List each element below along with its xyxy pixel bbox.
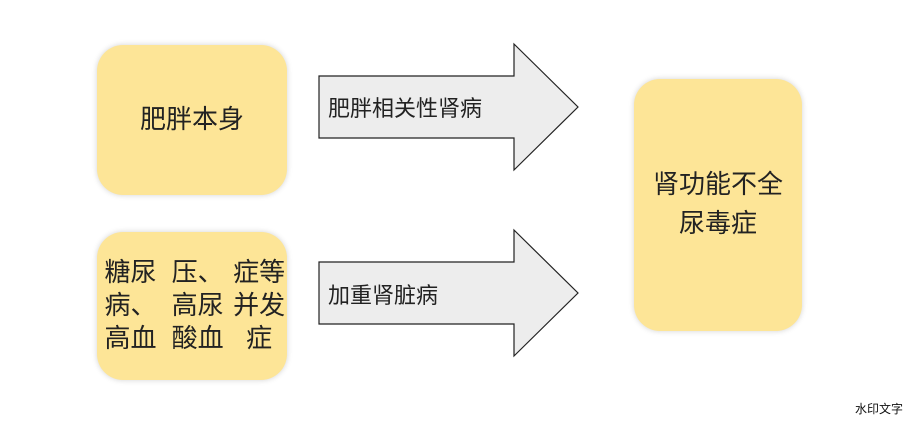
node-comorbidities: 糖尿病、高血 压、高尿酸血 症等并发症 <box>97 232 287 380</box>
arrow-obesity-to-outcome <box>318 42 579 172</box>
arrow-comorbidities-to-outcome <box>318 228 579 358</box>
arrow-top-label: 肥胖相关性肾病 <box>328 97 483 122</box>
node-comorbidities-line-3: 症等并发症 <box>233 257 286 354</box>
node-obesity-text: 肥胖本身 <box>139 104 244 135</box>
node-comorbidities-line-1: 糖尿病、高血 <box>104 257 157 354</box>
node-outcome-line-2: 尿毒症 <box>678 209 757 239</box>
arrow-bottom-shape <box>318 228 579 358</box>
node-outcome-line-1: 肾功能不全 <box>652 170 783 200</box>
watermark-text: 水印文字 <box>854 402 903 416</box>
node-comorbidities-line-2: 压、高尿酸血 <box>171 257 224 354</box>
node-outcome: 肾功能不全 尿毒症 <box>634 79 802 331</box>
arrow-bottom-label: 加重肾脏病 <box>328 284 439 309</box>
node-obesity: 肥胖本身 <box>97 45 287 195</box>
arrow-top-shape <box>318 42 579 172</box>
